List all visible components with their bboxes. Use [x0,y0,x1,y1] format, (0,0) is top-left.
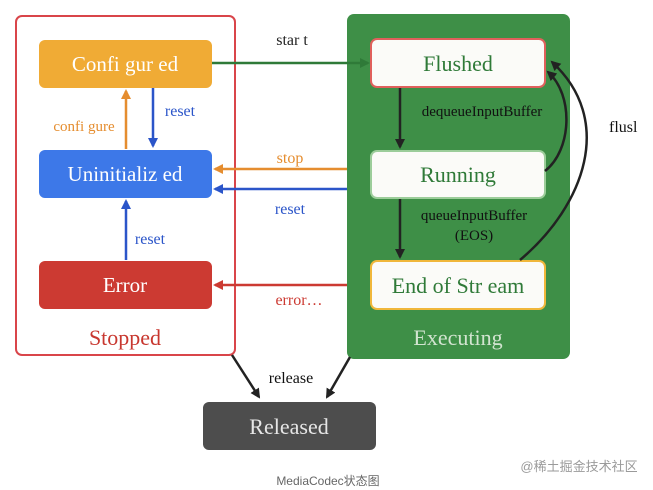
start-label: star t [276,32,308,49]
dequeue-label: dequeueInputBuffer [422,104,543,120]
executing-group-label: Executing [413,325,502,350]
configured-state-label: Confi gur ed [72,52,179,76]
running-state-label: Running [420,162,496,187]
flush-arrow-running [544,70,568,172]
release-label: release [269,370,313,387]
flushed-state-label: Flushed [423,51,493,76]
error-state [39,261,212,309]
uninitialized-state [39,150,212,198]
released-state-label: Released [249,414,328,439]
configure-label: confi gure [53,119,115,135]
release-arrow-stopped [230,354,261,399]
watermark: @稀土掘金技术社区 [520,459,637,474]
flush-label: flusl [609,119,638,136]
running-state [370,150,546,199]
released-state [203,402,376,450]
stopped-group-label: Stopped [89,325,161,350]
uninitialized-state-label: Uninitializ ed [68,162,183,186]
flush-arrow-eos [519,60,588,261]
flushed-state [370,38,546,88]
reset-label-executing: reset [275,201,306,218]
end-of-stream-state [370,260,546,310]
queue-eos-label-line1: queueInputBuffer [421,208,527,224]
error-state-label: Error [103,273,147,297]
release-arrow-executing [325,356,352,399]
caption: MediaCodec状态图 [276,474,379,488]
reset-label-configured: reset [165,103,196,120]
configured-state [39,40,212,88]
end-of-stream-state-label: End of Str eam [392,273,525,298]
error-label: error… [275,292,322,309]
reset-label-error: reset [135,231,166,248]
queue-eos-label-line2: (EOS) [455,228,493,244]
stop-label: stop [277,150,304,167]
